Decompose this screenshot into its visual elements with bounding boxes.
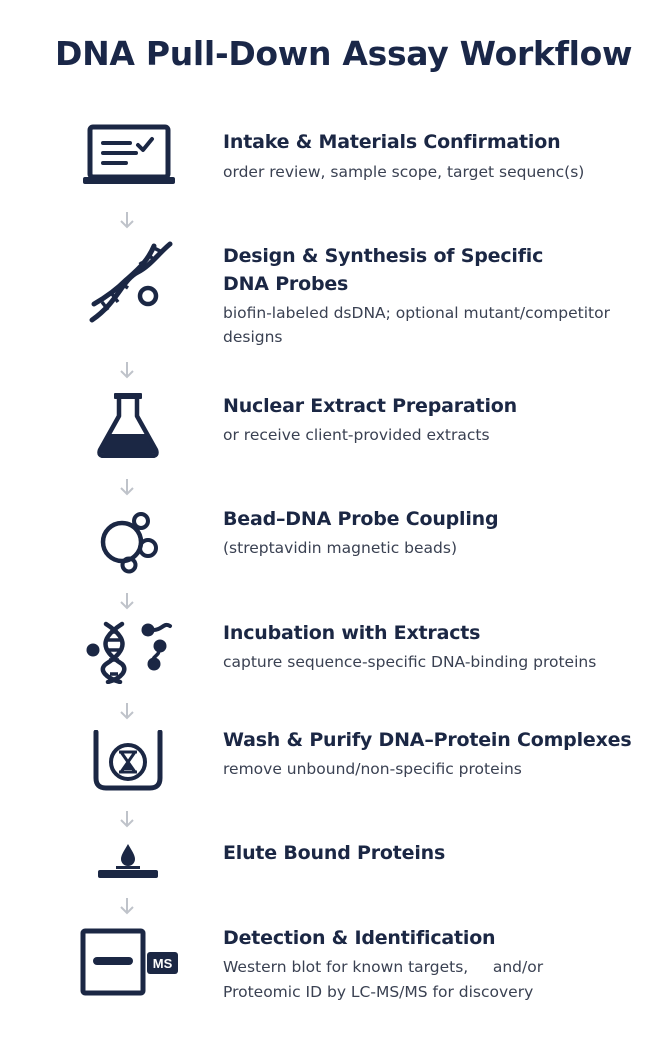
arrow-down-icon (119, 702, 135, 724)
arrow-down-icon (119, 592, 135, 614)
step-1-title: Intake & Materials Confirmation (223, 131, 561, 153)
step-2-desc-line-2: designs (223, 328, 283, 346)
step-5-title: Incubation with Extracts (223, 622, 481, 644)
wash-beaker-icon (92, 730, 164, 792)
step-4-title: Bead–DNA Probe Coupling (223, 508, 499, 530)
step-1-desc: order review, sample scope, target seque… (223, 163, 585, 181)
step-8-desc-line-1: Western blot for known targets, and/or (223, 958, 544, 976)
blot-ms-icon: MS (80, 928, 180, 996)
step-8-desc-line-2: Proteomic ID by LC-MS/MS for discovery (223, 983, 534, 1001)
beads-icon (100, 510, 162, 574)
step-6-desc: remove unbound/non-specific proteins (223, 760, 522, 778)
arrow-down-icon (119, 478, 135, 500)
step-2-title-line-1: Design & Synthesis of Specific (223, 245, 544, 267)
step-7-title: Elute Bound Proteins (223, 842, 446, 864)
dna-helix-icon (88, 240, 174, 326)
step-3-title: Nuclear Extract Preparation (223, 395, 517, 417)
arrow-down-icon (119, 361, 135, 383)
step-3-desc: or receive client-provided extracts (223, 426, 490, 444)
elution-drop-icon (96, 842, 160, 880)
arrow-down-icon (119, 211, 135, 233)
arrow-down-icon (119, 810, 135, 832)
step-8-title: Detection & Identification (223, 927, 496, 949)
dna-protein-icon (84, 620, 176, 684)
ms-badge-label: MS (153, 956, 173, 971)
step-4-desc: (streptavidin magnetic beads) (223, 539, 458, 557)
page-title: DNA Pull-Down Assay Workflow (55, 34, 633, 73)
step-6-title: Wash & Purify DNA–Protein Complexes (223, 729, 632, 751)
step-2-title-line-2: DNA Probes (223, 273, 349, 295)
arrow-down-icon (119, 897, 135, 919)
laptop-checklist-icon (82, 124, 176, 186)
flask-icon (96, 392, 160, 458)
step-2-desc-line-1: biofin-labeled dsDNA; optional mutant/co… (223, 304, 610, 322)
step-5-desc: capture sequence-specific DNA-binding pr… (223, 653, 597, 671)
